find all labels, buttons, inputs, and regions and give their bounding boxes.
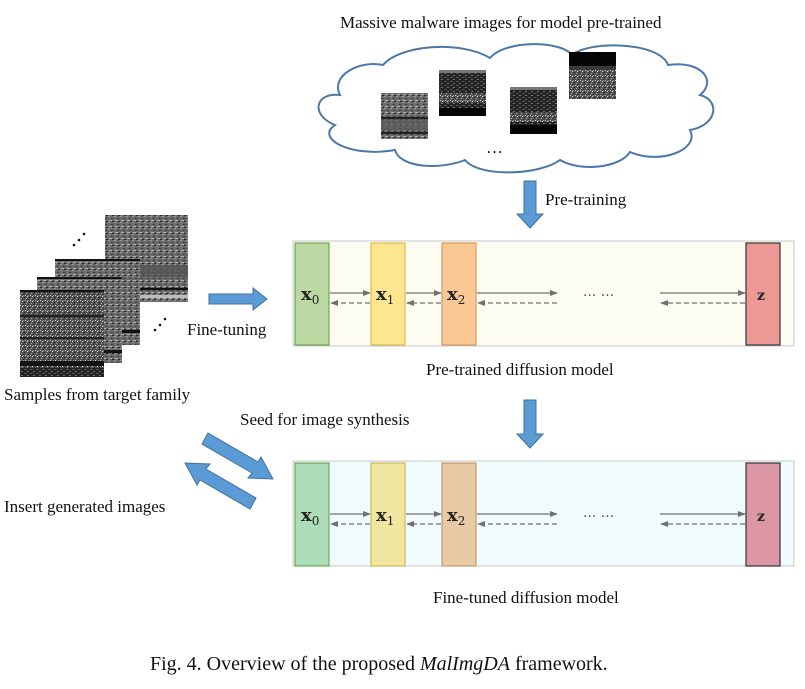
state-label-z: z — [757, 509, 765, 525]
pretrained-model-label: Pre-trained diffusion model — [426, 360, 614, 379]
pool-ellipsis: … — [486, 138, 503, 157]
pretraining-arrow — [515, 180, 545, 229]
state-box — [294, 462, 330, 567]
state-box — [441, 462, 477, 567]
fine-tuning-label: Fine-tuning — [187, 320, 267, 339]
finetuned-model-panel — [292, 460, 795, 567]
state-label-x2: x2 — [447, 284, 465, 307]
insert-arrow — [184, 462, 257, 510]
pretrained-model-panel — [292, 240, 795, 347]
stack-ellipsis-top — [72, 232, 86, 247]
state-label-x2: x2 — [447, 505, 465, 528]
finetune-down-arrow — [515, 399, 545, 449]
state-box — [370, 242, 406, 346]
malware-image-3 — [510, 87, 557, 134]
fine-tuning-arrow — [208, 286, 268, 312]
malware-image-1 — [381, 93, 428, 139]
state-box — [370, 462, 406, 567]
malware-image-4 — [569, 52, 616, 99]
caption-name: MalImgDA — [419, 653, 510, 675]
insert-label: Insert generated images — [4, 497, 166, 516]
seed-label: Seed for image synthesis — [240, 410, 410, 429]
sample-image-front — [20, 290, 104, 377]
chain-ellipsis: ··· ··· — [583, 288, 614, 304]
samples-label: Samples from target family — [4, 385, 191, 404]
pretraining-label: Pre-training — [545, 190, 627, 209]
state-label-x0: x0 — [301, 505, 319, 528]
figure-caption: Fig. 4. Overview of the proposed MalImgD… — [150, 652, 608, 676]
stack-ellipsis-right — [153, 317, 167, 332]
malware-image-2 — [439, 70, 486, 116]
finetuned-model-label: Fine-tuned diffusion model — [433, 588, 619, 607]
caption-suffix: framework. — [509, 653, 608, 675]
state-label-x0: x0 — [301, 284, 319, 307]
chain-ellipsis: ··· ··· — [583, 509, 614, 525]
sample-image-stack — [20, 215, 188, 377]
seed-arrow — [201, 432, 274, 480]
state-label-x1: x1 — [376, 505, 394, 528]
state-box — [745, 462, 781, 567]
state-label-x1: x1 — [376, 284, 394, 307]
state-box — [294, 242, 330, 346]
caption-prefix: Fig. 4. Overview of the proposed — [150, 653, 420, 675]
state-label-z: z — [757, 288, 765, 304]
state-box — [441, 242, 477, 346]
state-box — [745, 242, 781, 346]
pretrain-pool-label: Massive malware images for model pre-tra… — [340, 13, 662, 32]
